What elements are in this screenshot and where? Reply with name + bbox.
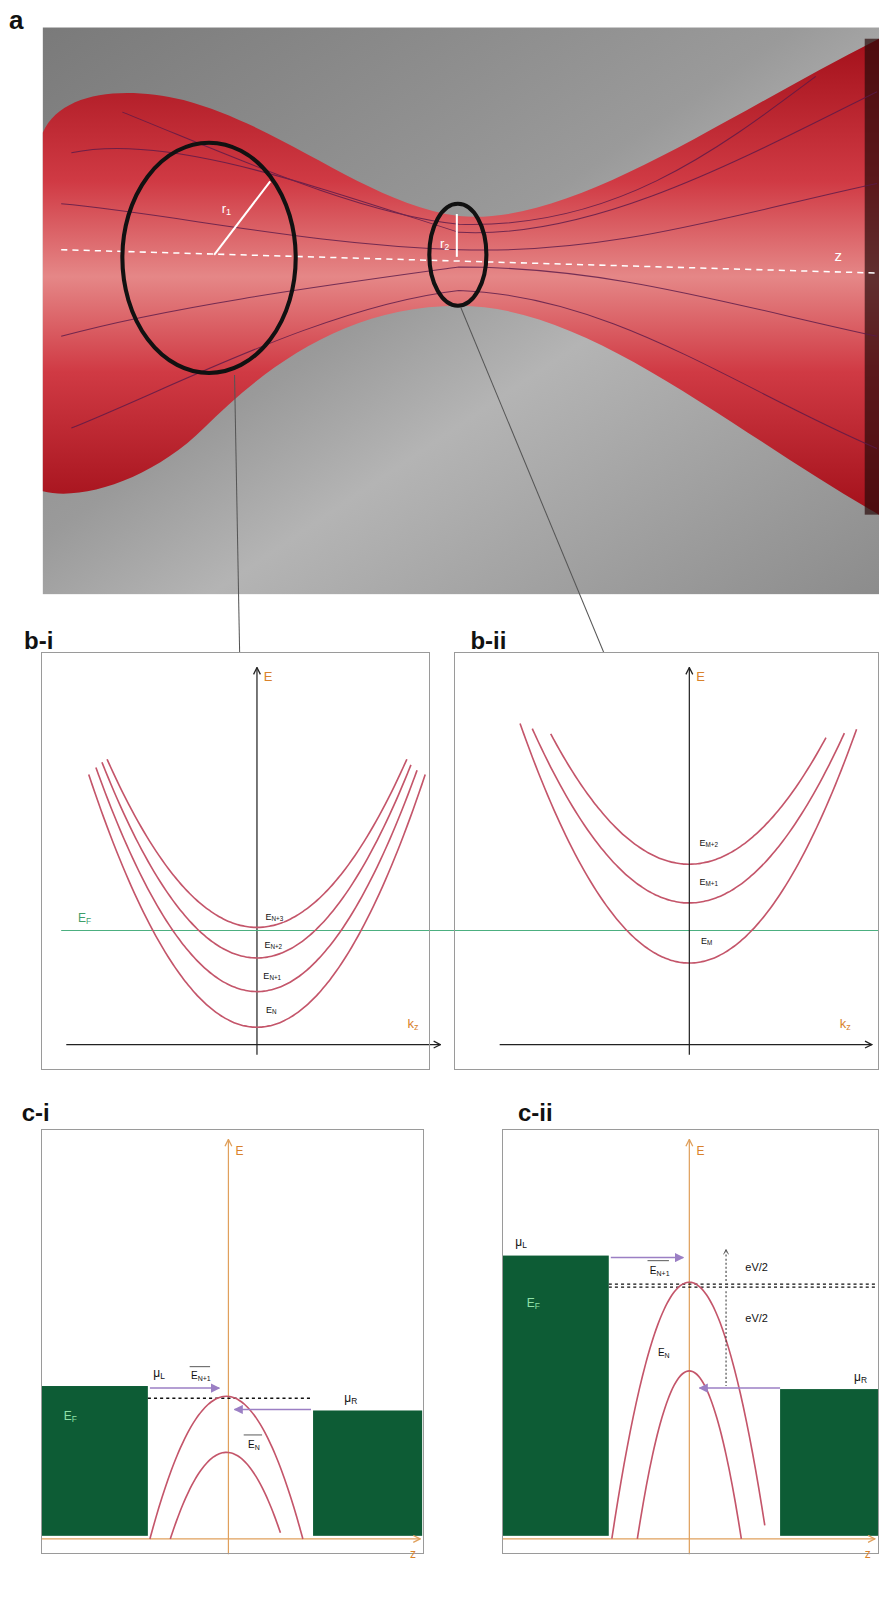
energy-band-curve — [102, 762, 411, 958]
level-label: EN+2 — [263, 940, 283, 949]
panel-box: c-iEμLEN+1EFENμRz — [41, 1129, 424, 1554]
energy-band-curve — [150, 1396, 303, 1539]
chemical-potential-label: μR — [344, 1392, 357, 1404]
energy-band-curve — [637, 1371, 741, 1539]
level-label: EN — [658, 1348, 670, 1358]
axis-label: kz — [840, 1017, 851, 1030]
fermi-level-label: EF — [527, 1297, 540, 1309]
energy-band-curve — [107, 759, 407, 927]
voltage-label: eV/2 — [745, 1312, 768, 1323]
axis-label: kz — [407, 1017, 418, 1030]
chemical-potential-label: μL — [515, 1236, 527, 1248]
energy-band-curve — [551, 734, 826, 864]
energy-band-curve — [520, 724, 857, 963]
panel-label: a — [9, 7, 23, 33]
level-label: EN+1 — [262, 972, 282, 981]
level-label: EN+1 — [191, 1371, 211, 1381]
energy-band-curve — [612, 1282, 765, 1539]
level-label: EN — [248, 1440, 260, 1450]
level-label: EN+1 — [650, 1266, 670, 1276]
fermi-level-label: EF — [78, 912, 91, 924]
chemical-potential-label: μR — [854, 1371, 867, 1383]
level-label: EM+2 — [698, 838, 718, 847]
energy-band-curve — [170, 1452, 280, 1539]
axis-label: E — [696, 669, 705, 682]
panel-label: c-ii — [518, 1101, 553, 1125]
panel-a: a r1 r2 z — [0, 0, 879, 601]
axis-label: E — [236, 1145, 244, 1157]
axis-label: z — [865, 1548, 871, 1560]
fermi-level-label: EF — [64, 1410, 77, 1422]
energy-band-curve — [89, 775, 426, 1028]
panel-box: b-iiEEM+2EM+1EMkz — [454, 652, 879, 1070]
panel-label: c-i — [22, 1101, 50, 1125]
energy-band-curve — [532, 729, 844, 903]
level-label: EM — [700, 936, 713, 945]
axis-label: E — [264, 669, 273, 682]
radius-label: r2 — [440, 236, 449, 249]
voltage-label: eV/2 — [745, 1261, 768, 1272]
chemical-potential-label: μL — [153, 1367, 165, 1379]
panel-box: c-iiEμLEN+1eV/2eV/2EFμRENz — [502, 1129, 879, 1554]
level-label: EN — [265, 1005, 278, 1014]
axis-label: z — [834, 247, 842, 262]
axis-label: z — [410, 1548, 416, 1560]
panel-box: b-iEEFEN+3EN+2EN+1ENkz — [41, 652, 431, 1070]
radius-label: r1 — [222, 201, 231, 214]
panel-label: b-ii — [470, 629, 506, 653]
axis-label: E — [696, 1145, 704, 1157]
panel-label: b-i — [24, 629, 53, 653]
level-label: EN+3 — [264, 913, 284, 922]
level-label: EM+1 — [698, 877, 718, 886]
